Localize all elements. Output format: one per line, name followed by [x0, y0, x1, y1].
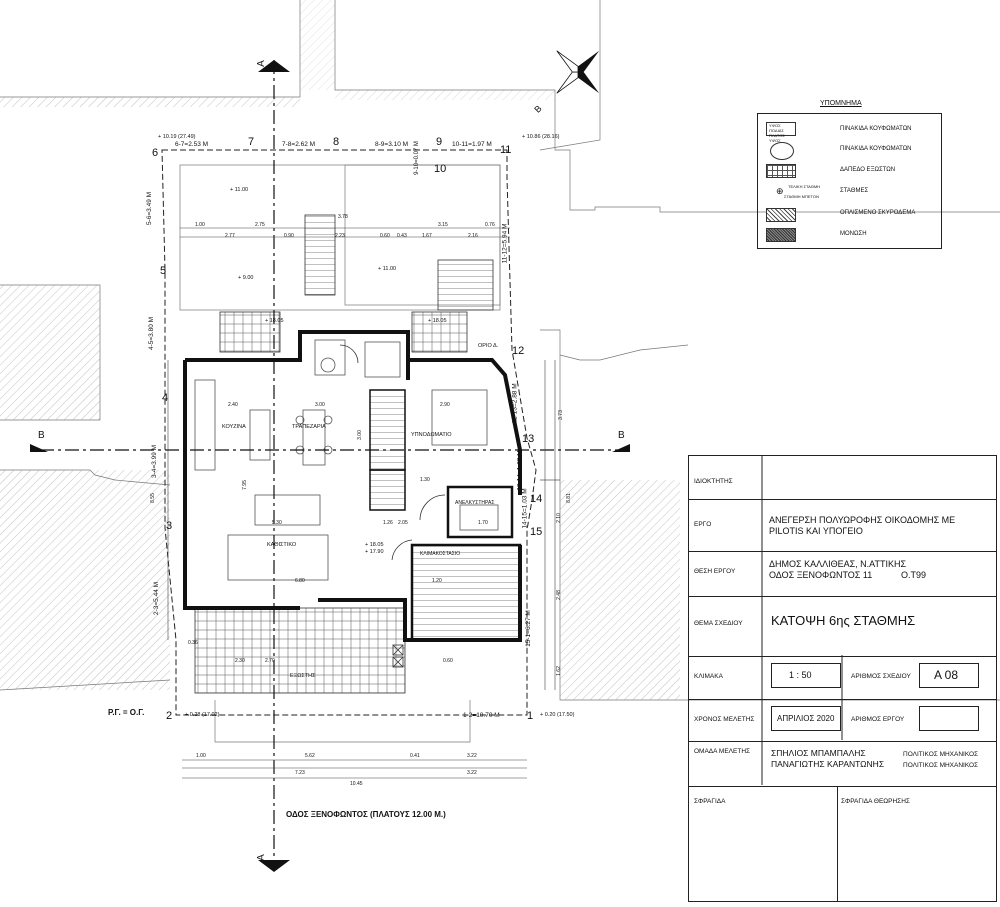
walls	[183, 330, 522, 642]
date-label: ΧΡΟΝΟΣ ΜΕΛΕΤΗΣ	[694, 716, 755, 723]
legend: ΥΨΟΣ ΠΟΔΙΑΣ ΠΛΑΤΟΣ ΥΨΟΣ ΠΙΝΑΚΙΔΑ ΚΟΥΦΩΜΑ…	[757, 113, 942, 249]
project-label: ΕΡΓΟ	[694, 521, 712, 528]
owner-label: ΙΔΙΟΚΤΗΤΗΣ	[694, 478, 733, 485]
legend-item-levels: ΣΤΑΘΜΕΣ	[840, 188, 869, 194]
dimension-lines	[167, 227, 556, 779]
date-value: ΑΠΡΙΛΙΟΣ 2020	[777, 714, 835, 723]
scale-label: ΚΛΙΜΑΚΑ	[694, 673, 723, 680]
team-name-2: ΠΑΝΑΓΙΩΤΗΣ ΚΑΡΑΝΤΩΝΗΣ	[771, 759, 885, 769]
drawing-no-value: Α 08	[934, 668, 959, 682]
tb-row-subject	[689, 596, 996, 597]
location-line1: ΔΗΜΟΣ ΚΑΛΛΙΘΕΑΣ, Ν.ΑΤΤΙΚΗΣ	[769, 559, 907, 569]
subject-label: ΘΕΜΑ ΣΧΕΔΙΟΥ	[694, 620, 743, 627]
team-role-2: ΠΟΛΙΤΙΚΟΣ ΜΗΧΑΝΙΚΟΣ	[903, 762, 979, 769]
titleblock-lines	[761, 455, 843, 785]
location-line2: ΟΔΟΣ ΞΕΝΟΦΩΝΤΟΣ 11	[769, 570, 873, 580]
scale-box	[771, 663, 841, 688]
section-lines	[40, 60, 632, 870]
scale-value: 1 : 50	[789, 670, 812, 680]
sym-label-concrete: ΣΤΑΘΜΗ ΜΠΕΤΟΝ	[784, 194, 819, 199]
project-no-label: ΑΡΙΘΜΟΣ ΕΡΓΟΥ	[851, 716, 905, 723]
project-no-box	[919, 706, 979, 731]
legend-item-window-tag-2: ΠΙΝΑΚΙΔΑ ΚΟΥΦΩΜΑΤΩΝ	[840, 146, 912, 152]
stamp-divider	[837, 786, 838, 901]
date-box	[771, 706, 841, 731]
window-tag-circle-icon	[770, 142, 794, 160]
drawing-no-box	[919, 663, 979, 688]
sym-label-sill: ΥΨΟΣ ΠΟΔΙΑΣ	[769, 123, 784, 133]
insulation-symbol	[766, 228, 796, 242]
tb-row-stamp	[689, 786, 996, 787]
section-arrows	[30, 60, 630, 872]
tb-row-project	[689, 499, 996, 500]
tb-row-location	[689, 551, 996, 552]
furniture	[194, 339, 499, 581]
sym-label-width: ΠΛΑΤΟΣ ΥΨΟΣ	[769, 133, 785, 143]
location-block: Ο.Τ99	[901, 570, 927, 580]
project-value: ΑΝΕΓΕΡΣΗ ΠΟΛΥΩΡΟΦΗΣ ΟΙΚΟΔΟΜΗΣ ΜΕ PILOTIS…	[769, 515, 956, 536]
neighbour-hatch	[0, 0, 680, 700]
team-name-1: ΣΠΗΛΙΟΣ ΜΠΑΜΠΑΛΗΣ	[771, 748, 866, 758]
legend-item-window-tag: ΠΙΝΑΚΙΔΑ ΚΟΥΦΩΜΑΤΩΝ	[840, 126, 912, 132]
legend-item-insulation: ΜΟΝΩΣΗ	[840, 231, 867, 237]
drawing-no-label: ΑΡΙΘΜΟΣ ΣΧΕΔΙΟΥ	[851, 673, 911, 680]
tb-row-date	[689, 699, 996, 700]
reinforced-concrete-symbol	[766, 208, 796, 222]
team-label: ΟΜΑΔΑ ΜΕΛΕΤΗΣ	[694, 748, 751, 755]
balcony-floor-symbol	[766, 164, 796, 178]
level-marker-icon: ⊕	[776, 186, 784, 196]
tb-row-scale	[689, 656, 996, 657]
sym-label-final: ΤΕΛΙΚΗ ΣΤΑΘΜΗ	[788, 184, 821, 189]
window-tag-symbol: ΥΨΟΣ ΠΟΔΙΑΣ ΠΛΑΤΟΣ ΥΨΟΣ	[766, 122, 796, 143]
stamp-approval-label: ΣΦΡΑΓΙΔΑ ΘΕΩΡΗΣΗΣ	[841, 798, 910, 805]
subject-value: ΚΑΤΟΨΗ 6ης ΣΤΑΘΜΗΣ	[771, 613, 916, 628]
location-label: ΘΕΣΗ ΕΡΓΟΥ	[694, 568, 736, 575]
legend-item-balcony-floor: ΔΑΠΕΔΟ ΕΞΩΣΤΩΝ	[840, 167, 896, 173]
door-symbols	[339, 344, 446, 668]
legend-item-concrete: ΟΠΛΙΣΜΕΝΟ ΣΚΥΡΟΔΕΜΑ	[840, 210, 916, 216]
title-block: ΙΔΙΟΚΤΗΤΗΣ ΕΡΓΟ ΑΝΕΓΕΡΣΗ ΠΟΛΥΩΡΟΦΗΣ ΟΙΚΟ…	[688, 455, 997, 902]
upper-structures	[304, 214, 494, 311]
north-arrow-icon	[556, 50, 600, 94]
balcony-tiles	[194, 311, 468, 694]
team-role-1: ΠΟΛΙΤΙΚΟΣ ΜΗΧΑΝΙΚΟΣ	[903, 751, 979, 758]
stamp-label: ΣΦΡΑΓΙΔΑ	[694, 798, 726, 805]
legend-title: ΥΠΟΜΝΗΜΑ	[820, 100, 862, 107]
tb-row-team	[689, 741, 996, 742]
